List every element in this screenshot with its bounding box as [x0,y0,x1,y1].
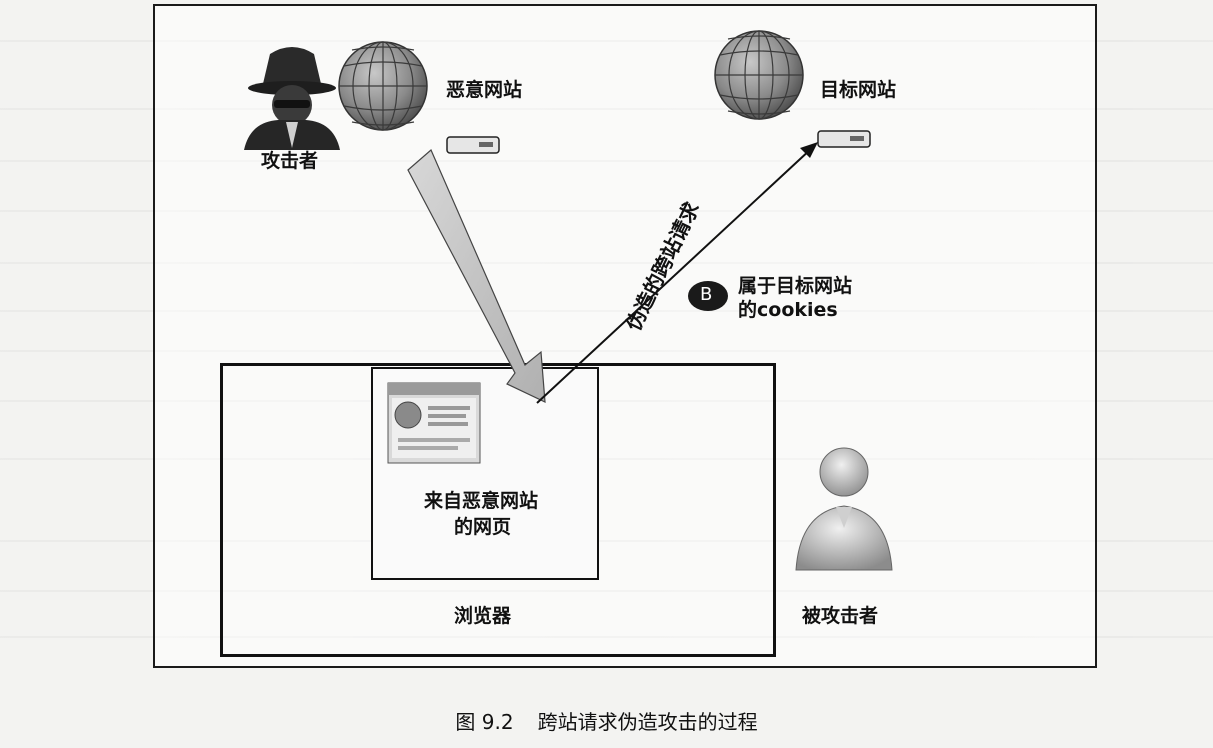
attacker-label: 攻击者 [261,150,319,172]
target-site-label: 目标网站 [820,79,897,101]
webpage-label-line1: 来自恶意网站 [424,490,539,512]
cookie-badge [688,281,728,311]
browser-box [220,363,776,657]
target-server-icon [817,130,871,148]
forged-request-arrow [536,142,818,404]
cookie-label-line2: 的cookies [738,299,838,321]
malicious-site-globe-icon [338,41,428,131]
webpage-label-line2: 的网页 [454,516,512,538]
victim-label: 被攻击者 [802,605,879,627]
malicious-page-arrow [407,149,546,403]
victim-icon [795,447,893,571]
figure-title: 跨站请求伪造攻击的过程 [537,710,758,734]
attacker-icon [244,47,340,150]
cookie-label-line1: 属于目标网站 [738,275,853,297]
figure-number: 图 9.2 [455,710,514,734]
figure-caption: 图 9.2 跨站请求伪造攻击的过程 [0,706,1213,735]
webpage-screenshot-icon [387,382,481,464]
browser-label: 浏览器 [454,605,512,627]
target-site-globe-icon [714,30,804,120]
malicious-server-icon [446,136,500,154]
cookie-badge-letter: B [700,284,713,305]
diagram-frame [153,4,1097,668]
malicious-site-label: 恶意网站 [446,79,523,101]
